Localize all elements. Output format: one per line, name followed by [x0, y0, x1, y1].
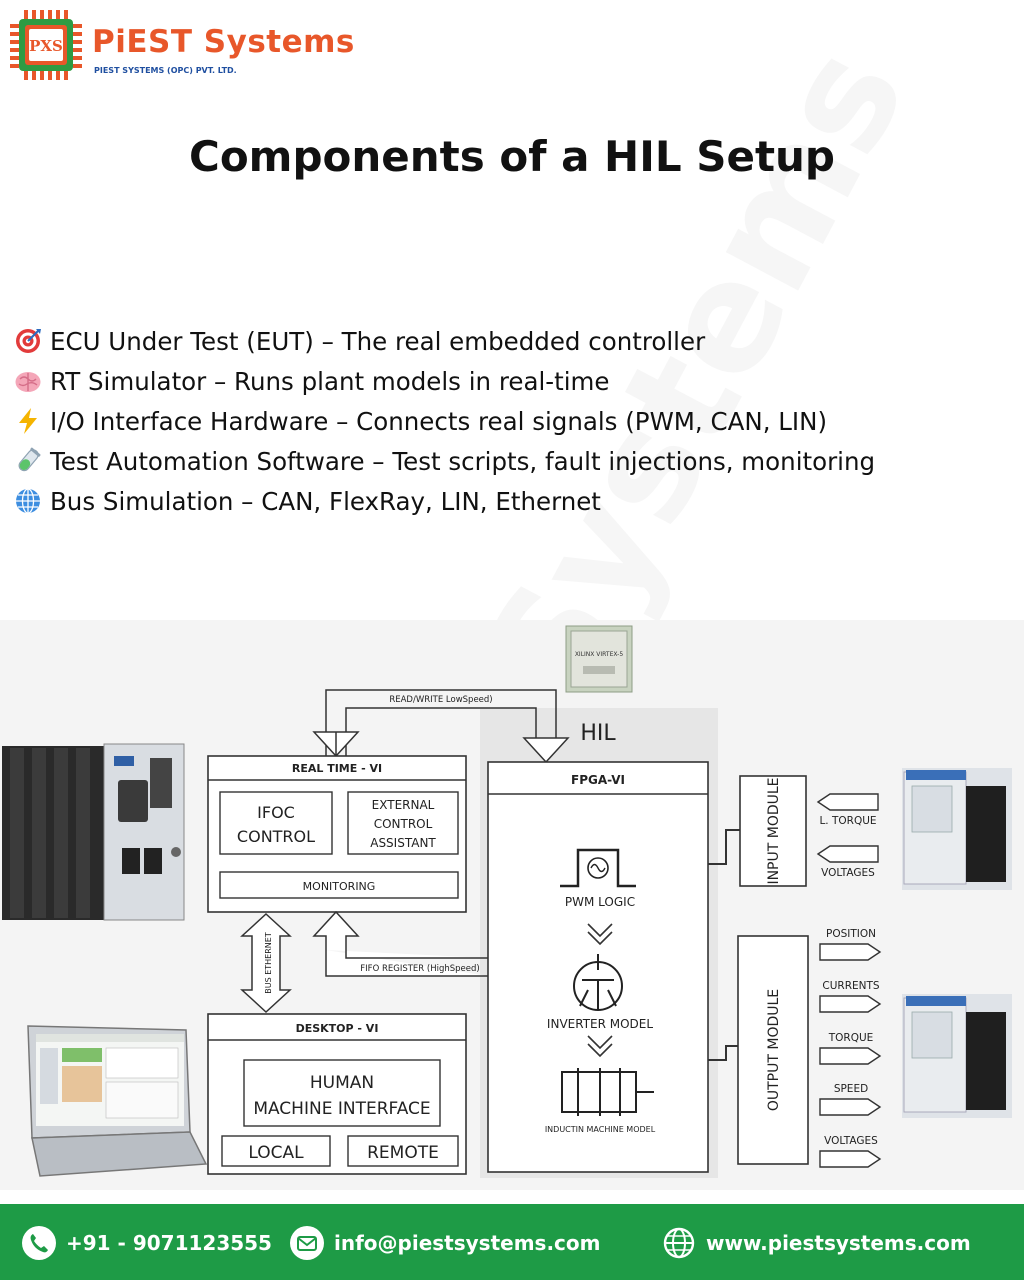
web-globe-icon: [663, 1227, 695, 1259]
hil-block-diagram: HIL XILINX VIRTEX-5 READ/WRITE LowSpeed)…: [0, 620, 1024, 1190]
output-signal-label: SPEED: [834, 1083, 868, 1095]
local-label: LOCAL: [248, 1143, 304, 1163]
external-line2: CONTROL: [374, 817, 433, 831]
brand-name: PiEST Systems: [92, 24, 355, 60]
feature-item-rt-simulator: RT Simulator – Runs plant models in real…: [14, 362, 1010, 402]
fpga-chip-image: XILINX VIRTEX-5: [565, 625, 633, 693]
realtime-vi-title: REAL TIME - VI: [292, 762, 382, 775]
inverter-model-icon: [573, 954, 623, 1011]
output-signal-label: CURRENTS: [822, 980, 880, 992]
pwm-logic-label: PWM LOGIC: [565, 895, 635, 909]
read-write-label: READ/WRITE LowSpeed): [389, 695, 492, 705]
contact-footer: +91 - 9071123555 info@piestsystems.com w…: [0, 1204, 1024, 1280]
feature-item-test-automation: Test Automation Software – Test scripts,…: [14, 442, 1010, 482]
globe-icon: [16, 488, 40, 514]
ifoc-line2: CONTROL: [237, 827, 315, 846]
induction-machine-icon: [561, 1068, 654, 1116]
lightning-icon: [19, 408, 37, 434]
brain-icon: [15, 372, 41, 392]
page-title: Components of a HIL Setup: [189, 132, 835, 181]
output-module-box: [737, 935, 809, 1165]
desktop-vi-title: DESKTOP - VI: [296, 1022, 379, 1035]
fifo-arrow: [312, 910, 488, 977]
hmi-line2: MACHINE INTERFACE: [253, 1099, 430, 1119]
bus-ethernet-label: BUS ETHERNET: [264, 932, 273, 994]
output-signal-arrow: [819, 1098, 882, 1116]
output-signal-label: VOLTAGES: [824, 1135, 878, 1147]
phone-icon: [22, 1226, 56, 1260]
phone-number: +91 - 9071123555: [66, 1231, 272, 1255]
input-signal-arrow: [816, 793, 879, 811]
input-signal-arrow: [816, 845, 879, 863]
output-signal-label: POSITION: [826, 928, 876, 940]
fpga-vi-title: FPGA-VI: [571, 773, 625, 787]
external-control-box: [347, 791, 459, 855]
brand-logo[interactable]: PXS PiEST Systems PIEST SYSTEMS (OPC) PV…: [10, 10, 354, 80]
input-module-image: [902, 768, 1012, 890]
website-url: www.piestsystems.com: [706, 1231, 971, 1255]
fifo-label: FIFO REGISTER (HighSpeed): [360, 964, 479, 974]
read-write-line: [325, 689, 557, 756]
logo-letters: PXS: [29, 37, 63, 55]
realtime-controller-image: [2, 743, 185, 921]
monitoring-box: [219, 871, 459, 899]
output-signal-arrow: [819, 995, 882, 1013]
feature-text: Bus Simulation – CAN, FlexRay, LIN, Ethe…: [50, 487, 601, 516]
feature-list: ECU Under Test (EUT) – The real embedded…: [14, 322, 1010, 522]
mail-icon: [290, 1226, 324, 1260]
input-signal-label: VOLTAGES: [821, 867, 875, 879]
read-write-arrow-right: [522, 737, 570, 764]
ifoc-control-box: [219, 791, 333, 855]
inverter-model-label: INVERTER MODEL: [547, 1017, 653, 1031]
website-contact[interactable]: www.piestsystems.com: [662, 1226, 971, 1260]
feature-item-io-hardware: I/O Interface Hardware – Connects real s…: [14, 402, 1010, 442]
email-address: info@piestsystems.com: [334, 1231, 601, 1255]
hil-label: HIL: [580, 721, 616, 746]
input-module-label: INPUT MODULE: [766, 777, 782, 884]
machine-model-label: INDUCTIN MACHINE MODEL: [545, 1125, 656, 1134]
laptop-image: [27, 1025, 208, 1177]
brand-legal-name: PIEST SYSTEMS (OPC) PVT. LTD.: [94, 66, 237, 75]
feature-text: RT Simulator – Runs plant models in real…: [50, 367, 610, 396]
hmi-box: [243, 1059, 441, 1127]
input-module-box: [739, 775, 807, 887]
output-signal-arrow: [819, 1150, 882, 1168]
output-connector: [708, 1045, 738, 1061]
test-tube-icon: [18, 447, 41, 472]
feature-item-eut: ECU Under Test (EUT) – The real embedded…: [14, 322, 1010, 362]
feature-text: I/O Interface Hardware – Connects real s…: [50, 407, 828, 436]
output-signal-arrow: [819, 1047, 882, 1065]
target-icon: [16, 329, 41, 353]
external-line1: EXTERNAL: [372, 798, 435, 812]
email-contact[interactable]: info@piestsystems.com: [290, 1226, 600, 1260]
feature-text: Test Automation Software – Test scripts,…: [50, 447, 876, 476]
output-module-label: OUTPUT MODULE: [766, 989, 782, 1111]
input-signal-label: L. TORQUE: [819, 815, 876, 827]
chevron-down-icon: [587, 1035, 613, 1058]
fpga-chip-label: XILINX VIRTEX-5: [575, 651, 624, 658]
chevron-down-icon: [587, 923, 613, 946]
bus-ethernet-arrow: [240, 912, 292, 1014]
ifoc-line1: IFOC: [257, 803, 295, 822]
monitoring-label: MONITORING: [303, 880, 376, 893]
output-signal-arrow: [819, 943, 882, 961]
chip-logo-icon: PXS: [10, 10, 82, 80]
remote-label: REMOTE: [367, 1143, 439, 1163]
local-box: [221, 1135, 331, 1167]
remote-box: [347, 1135, 459, 1167]
input-connector: [708, 829, 740, 865]
hmi-line1: HUMAN: [310, 1073, 374, 1093]
feature-item-bus-simulation: Bus Simulation – CAN, FlexRay, LIN, Ethe…: [14, 482, 1010, 522]
phone-contact[interactable]: +91 - 9071123555: [22, 1226, 272, 1260]
output-signal-label: TORQUE: [828, 1032, 874, 1044]
pwm-logic-icon: [560, 848, 636, 888]
output-module-image: [902, 994, 1012, 1118]
feature-text: ECU Under Test (EUT) – The real embedded…: [50, 327, 706, 356]
external-line3: ASSISTANT: [370, 836, 436, 850]
